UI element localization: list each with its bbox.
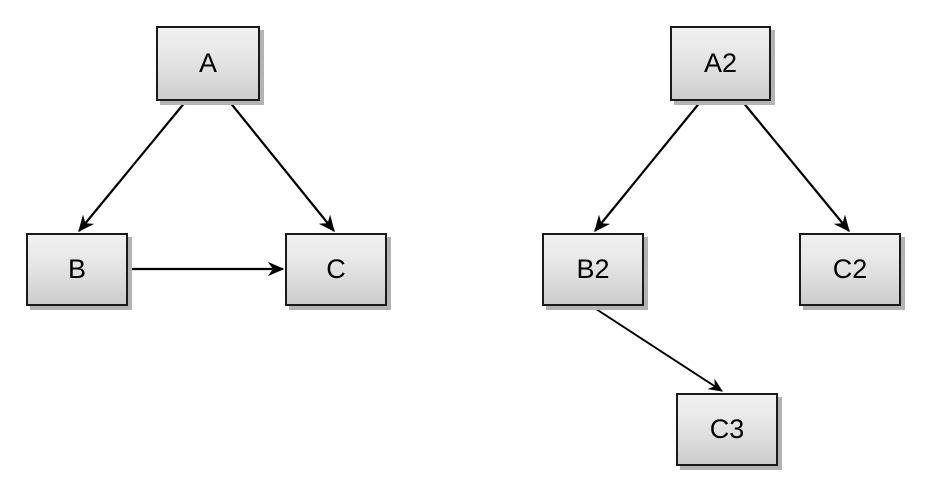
node-c2-label: C2 <box>832 254 868 284</box>
edge-a-to-c <box>228 100 335 233</box>
node-c3-label: C3 <box>709 414 745 444</box>
node-c2[interactable]: C2 <box>799 233 901 306</box>
node-b2-label: B2 <box>576 254 610 284</box>
node-a2-label: A2 <box>703 48 738 78</box>
edge-b2-to-c3 <box>592 306 723 392</box>
edge-a2-to-c2 <box>741 100 850 233</box>
edge-a-to-b <box>78 100 187 233</box>
node-a2[interactable]: A2 <box>670 26 771 101</box>
node-b[interactable]: B <box>26 233 128 306</box>
node-c3[interactable]: C3 <box>676 393 778 466</box>
node-c-label: C <box>326 254 346 284</box>
node-b-label: B <box>67 254 86 284</box>
node-a-label: A <box>198 48 217 78</box>
node-b2[interactable]: B2 <box>542 233 644 306</box>
edge-a2-to-b2 <box>594 100 702 233</box>
node-c[interactable]: C <box>285 233 387 306</box>
node-a[interactable]: A <box>156 26 260 101</box>
